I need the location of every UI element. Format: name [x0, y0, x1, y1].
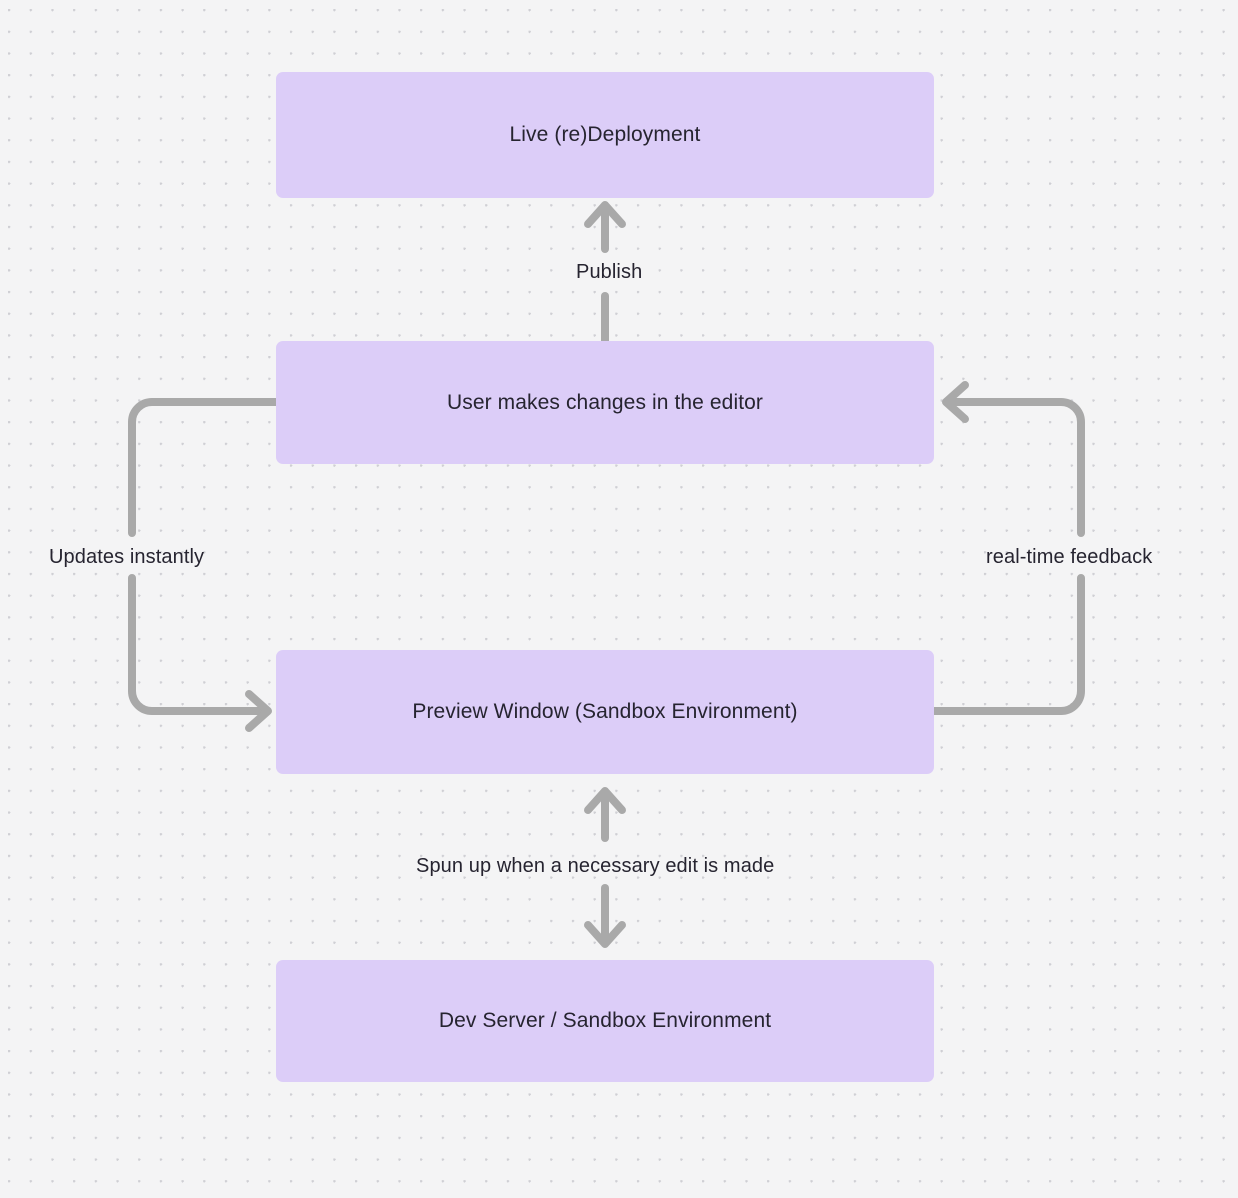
edge-label-spun-up-when-a-necessary-edit-is-made: Spun up when a necessary edit is made — [416, 855, 775, 877]
node-user-makes-changes-in-the-editor-label: User makes changes in the editor — [446, 390, 764, 414]
edge-updates-lower-segment — [128, 574, 266, 715]
edge-spunup-arrowhead-down — [584, 921, 626, 948]
edge-publish-arrowhead-up — [584, 201, 626, 228]
edge-realtime-lower-segment — [930, 574, 1085, 715]
node-live-redeployment[interactable]: Live (re)Deployment — [276, 72, 934, 198]
edge-updates-arrowhead-right — [245, 690, 272, 732]
node-dev-server-sandbox-environment-label: Dev Server / Sandbox Environment — [438, 1009, 772, 1033]
node-preview-window-sandbox-environment-label: Preview Window (Sandbox Environment) — [412, 700, 798, 724]
edge-label-real-time-feedback: real-time feedback — [986, 546, 1153, 568]
edge-spunup-arrowhead-up — [584, 787, 626, 814]
edge-updates-upper-segment — [128, 398, 280, 537]
node-live-redeployment-label: Live (re)Deployment — [509, 123, 701, 147]
edge-label-updates-instantly: Updates instantly — [49, 546, 205, 568]
node-preview-window-sandbox-environment[interactable]: Preview Window (Sandbox Environment) — [276, 650, 934, 774]
edge-realtime-upper-segment — [948, 398, 1085, 537]
edge-label-publish: Publish — [571, 259, 648, 285]
node-dev-server-sandbox-environment[interactable]: Dev Server / Sandbox Environment — [276, 960, 934, 1082]
edge-realtime-arrowhead-left — [942, 381, 969, 423]
node-user-makes-changes-in-the-editor[interactable]: User makes changes in the editor — [276, 341, 934, 464]
